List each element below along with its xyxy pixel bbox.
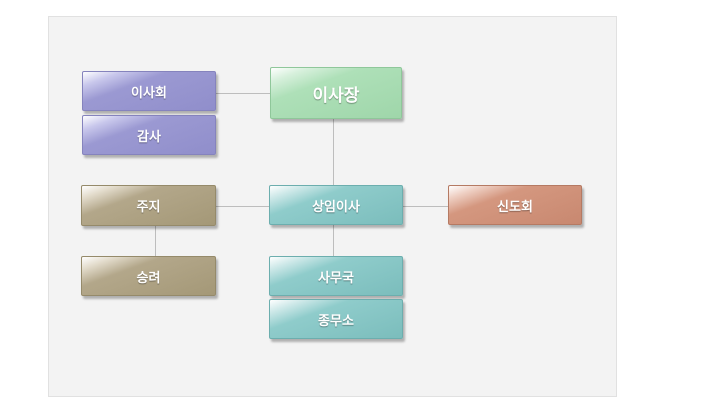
node-secretariat: 사무국 [269, 256, 403, 296]
connector-standing-secretariat [333, 225, 334, 257]
node-believers-council: 신도회 [448, 185, 582, 225]
node-board: 이사회 [82, 71, 216, 111]
connector-board-chairman [216, 93, 272, 94]
node-standing-director: 상임이사 [269, 185, 403, 225]
node-general-affairs: 종무소 [269, 299, 403, 339]
connector-chairman-standing [333, 119, 334, 186]
node-chairman: 이사장 [270, 67, 402, 119]
node-monks: 승려 [81, 256, 216, 296]
connector-abbot-monks [155, 226, 156, 256]
connector-abbot-standing [216, 206, 270, 207]
node-abbot: 주지 [81, 185, 216, 226]
connector-standing-believers [403, 206, 450, 207]
node-auditor: 감사 [82, 115, 216, 155]
